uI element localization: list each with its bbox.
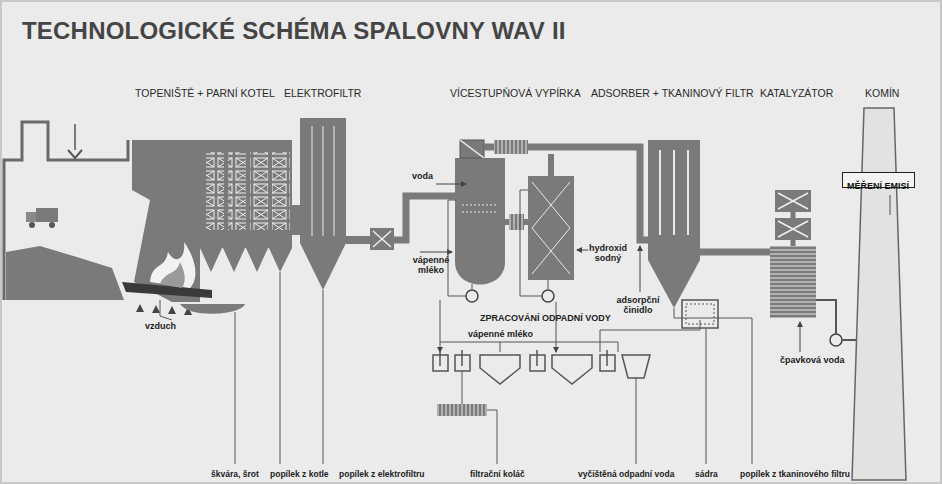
input-label: vzduch: [145, 322, 176, 332]
measurement-box: MĚŘENÍ EMISÍ: [842, 172, 915, 188]
section-heading: KOMÍN: [865, 88, 899, 100]
output-label: popílek z kotle: [270, 470, 329, 479]
section-heading: KATALYZÁTOR: [760, 88, 833, 100]
section-heading: TOPENIŠTĚ + PARNÍ KOTEL: [135, 88, 275, 100]
section-heading: ADSORBER + TKANINOVÝ FILTR: [591, 88, 754, 100]
input-label: vápenné mléko: [409, 256, 453, 276]
input-label: voda: [412, 172, 433, 182]
section-label: ZPRACOVÁNÍ ODPADNÍ VODY: [480, 314, 611, 324]
input-label: čpavková voda: [780, 356, 845, 366]
output-label: vyčištěná odpadní voda: [578, 470, 674, 479]
box-text: MĚŘENÍ EMISÍ: [847, 181, 909, 191]
section-heading: VÍCESTUPŇOVÁ VYPÍRKA: [450, 88, 581, 100]
input-label: vápenné mléko: [468, 330, 533, 340]
output-label: popílek z tkaninového filtru: [740, 470, 850, 479]
section-heading: ELEKTROFILTR: [284, 88, 361, 100]
output-label: sádra: [695, 470, 718, 479]
output-label: popílek z elektrofiltru: [339, 470, 425, 479]
output-label: škvára, šrot: [211, 470, 259, 479]
input-label: adsorpční činidlo: [610, 296, 666, 316]
output-label: filtrační koláč: [470, 470, 525, 479]
input-label: hydroxid sodný: [587, 244, 629, 264]
diagram-title: TECHNOLOGICKÉ SCHÉMA SPALOVNY WAV II: [22, 18, 566, 44]
